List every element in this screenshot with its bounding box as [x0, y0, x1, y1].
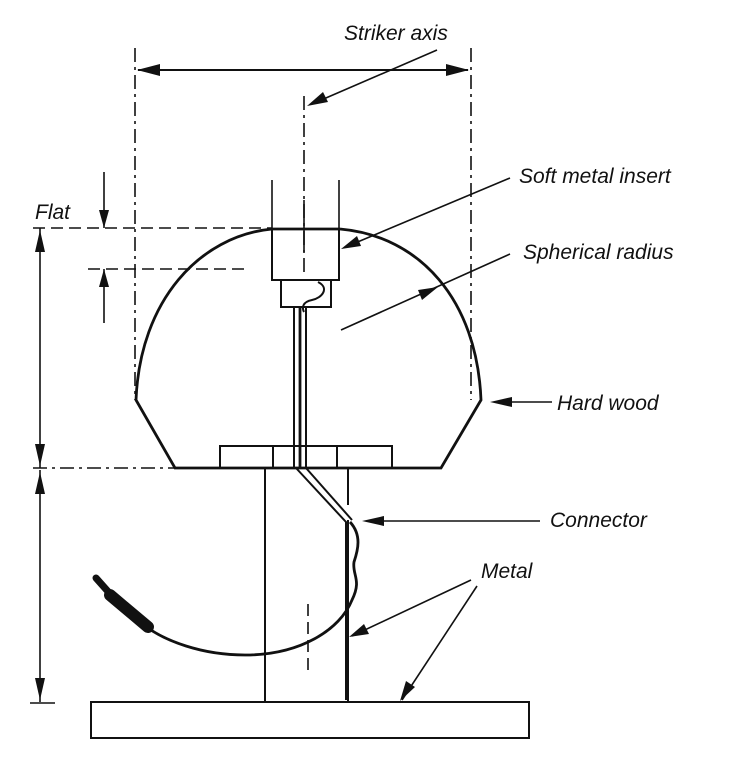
base-plate	[90, 701, 530, 739]
metal-handle-arrowhead	[349, 624, 369, 637]
head-outline	[134, 227, 483, 470]
leaders	[340, 177, 552, 701]
soft-metal-insert-leader	[347, 177, 511, 247]
flat-dimension	[33, 172, 272, 323]
hardwood-head	[134, 227, 483, 470]
flat-arrowhead-top	[99, 210, 109, 228]
connector-cable	[92, 521, 360, 657]
plug-body	[104, 589, 154, 633]
width-dimension	[134, 48, 472, 400]
plug-tip	[92, 574, 116, 600]
soft-metal-insert	[271, 180, 340, 313]
wire-bend-right	[305, 467, 353, 521]
spherical-radius-arrowhead	[418, 287, 438, 300]
connector-arrowhead	[362, 516, 384, 526]
hard-wood-arrowhead	[490, 397, 512, 407]
cable-path	[147, 521, 360, 657]
label-flat: Flat	[35, 201, 71, 224]
internal-wire	[293, 307, 353, 700]
insert-wire-loop	[302, 281, 325, 313]
arrowhead-right	[446, 64, 469, 76]
label-spherical-radius: Spherical radius	[523, 241, 674, 264]
metal-base-arrowhead	[400, 681, 415, 701]
arrowhead-left	[137, 64, 160, 76]
metal-handle-leader	[351, 579, 472, 637]
wire-bend-left	[295, 467, 347, 700]
label-soft-metal-insert: Soft metal insert	[519, 165, 672, 188]
striker-axis	[303, 49, 438, 272]
handle-height-arrow-top	[35, 472, 45, 494]
head-height-arrow-top	[35, 230, 45, 252]
head-height-arrow-bottom	[35, 444, 45, 466]
label-striker-axis: Striker axis	[344, 22, 448, 45]
insert-block	[271, 228, 340, 281]
striker-axis-leader	[311, 49, 438, 105]
label-connector: Connector	[550, 509, 648, 532]
label-hard-wood: Hard wood	[557, 392, 660, 415]
soft-metal-insert-arrowhead	[341, 236, 361, 249]
metal-base-leader	[401, 585, 478, 701]
striker-axis-arrowhead	[307, 92, 328, 106]
handle-height-arrow-bottom	[35, 678, 45, 700]
flat-arrowhead-bottom	[99, 269, 109, 287]
metal-handle	[264, 468, 349, 702]
height-dimensions	[30, 228, 220, 704]
label-metal: Metal	[481, 560, 534, 583]
